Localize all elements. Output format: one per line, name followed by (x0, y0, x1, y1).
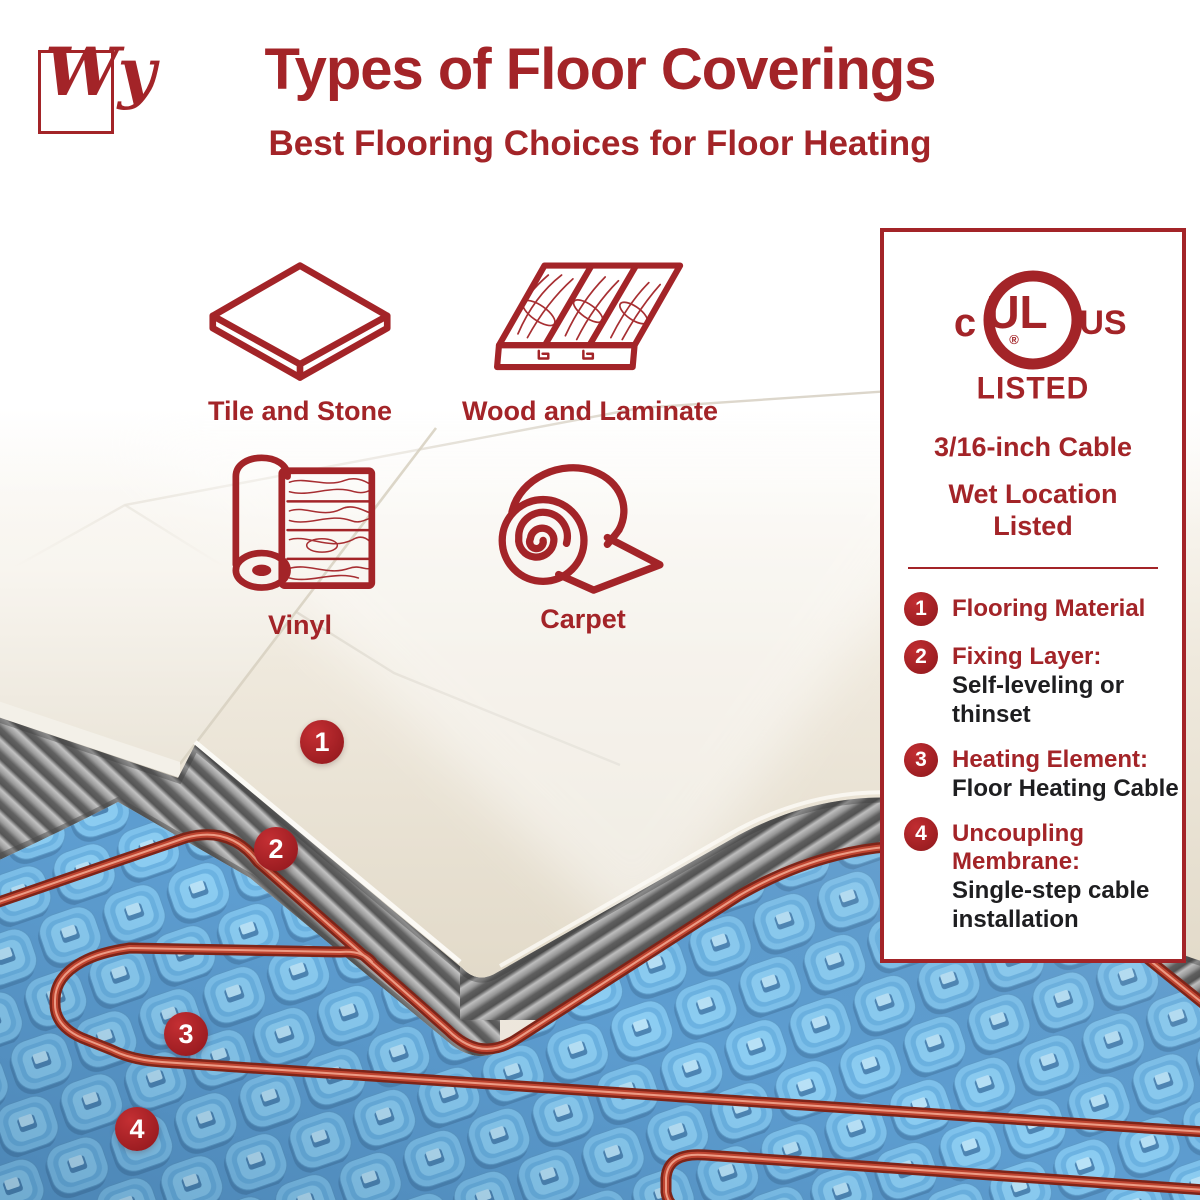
layer-desc: Floor Heating Cable (952, 774, 1179, 802)
flooring-type-label: Vinyl (267, 610, 333, 640)
feature-wet-location: Wet Location Listed (948, 479, 1118, 541)
diagram-marker-4: 4 (115, 1107, 159, 1151)
layer-item-2: 2 Fixing Layer: Self-leveling or thinset (904, 639, 1182, 729)
brand-logo: Wy (38, 39, 156, 134)
flooring-type-label: Wood and Laminate (461, 396, 718, 426)
feature-cable: 3/16-inch Cable (933, 432, 1133, 462)
layer-desc: Single-step cable installation (952, 876, 1150, 933)
diagram-marker-2: 2 (254, 827, 298, 871)
flooring-type-label: Carpet (540, 604, 626, 634)
ul-listed-text: LISTED (977, 370, 1090, 406)
carpet-icon (498, 464, 664, 594)
layer-item-1: 1 Flooring Material (904, 591, 1182, 626)
vinyl-icon (232, 454, 376, 591)
layer-title: Fixing Layer: (952, 642, 1102, 670)
ul-registered: ® (1009, 332, 1019, 347)
layer-item-3: 3 Heating Element: Floor Heating Cable (904, 742, 1182, 803)
layer-desc: Self-leveling or thinset (952, 671, 1125, 728)
flooring-type-vinyl: Vinyl (200, 442, 400, 641)
ul-c: c (954, 301, 976, 345)
ul-listed-mark: UL ® c US LISTED (913, 258, 1153, 408)
flooring-type-wood-laminate: Wood and Laminate (455, 258, 725, 427)
spec-panel: UL ® c US LISTED 3/16-inch Cable Wet Loc… (880, 228, 1186, 963)
page-title: Types of Floor Coverings (264, 37, 936, 102)
layer-number-badge: 4 (904, 816, 938, 851)
ul-us: US (1079, 304, 1126, 342)
cul-us-icon: UL ® c US LISTED (954, 270, 1127, 406)
diagram-marker-3: 3 (164, 1012, 208, 1056)
layer-title: Flooring Material (952, 594, 1146, 622)
flooring-type-tile-stone: Tile and Stone (185, 258, 415, 427)
diagram-marker-1: 1 (300, 720, 344, 764)
tile-stone-icon (209, 262, 391, 381)
wood-laminate-icon (494, 262, 684, 371)
panel-divider (908, 566, 1158, 569)
page-subtitle: Best Flooring Choices for Floor Heating (268, 124, 932, 163)
flooring-type-label: Tile and Stone (207, 396, 393, 426)
flooring-type-carpet: Carpet (478, 448, 688, 635)
layer-number-badge: 2 (904, 639, 938, 674)
ul-u: UL (986, 286, 1047, 338)
layer-number-badge: 3 (904, 742, 938, 777)
layer-item-4: 4 Uncoupling Membrane: Single-step cable… (904, 816, 1182, 934)
layer-title: Heating Element: (952, 745, 1149, 773)
layer-list: 1 Flooring Material 2 Fixing Layer: Self… (904, 591, 1182, 934)
layer-title: Uncoupling Membrane: (952, 819, 1084, 875)
layer-number-badge: 1 (904, 591, 938, 626)
brand-logo-text: Wy (45, 33, 157, 111)
